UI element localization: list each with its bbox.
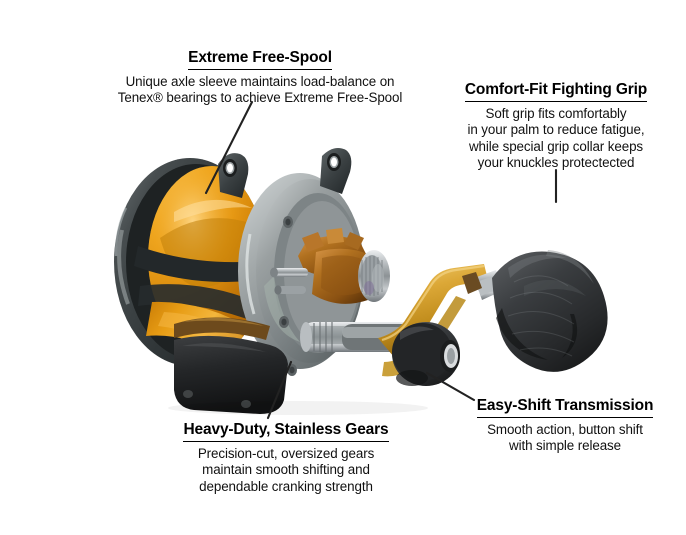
callout-easy-shift-transmission: Easy-Shift Transmission Smooth action, b…	[452, 396, 678, 455]
callout-line: Soft grip fits comfortably	[485, 105, 627, 121]
fishing-reel-image	[78, 126, 608, 416]
callout-line: while special grip collar keeps	[468, 138, 644, 154]
reel-harness-lug-right	[320, 148, 352, 194]
reel-handle-grip	[492, 250, 608, 372]
callout-line: Precision-cut, oversized gears	[197, 445, 375, 461]
callout-heavy-duty-stainless-gears: Heavy-Duty, Stainless Gears Precision-cu…	[118, 420, 454, 495]
callout-title-gears: Heavy-Duty, Stainless Gears	[183, 421, 389, 442]
callout-body-free-spool: Unique axle sleeve maintains load-balanc…	[60, 74, 460, 107]
callout-title-transmission: Easy-Shift Transmission	[476, 397, 653, 418]
callout-body-gears: Precision-cut, oversized gears maintain …	[118, 446, 454, 495]
callout-line: your knuckles protectected	[477, 154, 635, 170]
callout-comfort-fit-fighting-grip: Comfort-Fit Fighting Grip Soft grip fits…	[432, 80, 680, 171]
reel-foot-clamp	[174, 317, 288, 414]
callout-body-grip: Soft grip fits comfortably in your palm …	[432, 106, 680, 171]
callout-title-grip: Comfort-Fit Fighting Grip	[464, 81, 647, 102]
callout-line: Smooth action, button shift	[487, 421, 643, 437]
callout-extreme-free-spool: Extreme Free-Spool Unique axle sleeve ma…	[60, 48, 460, 107]
reel-drag-posts	[270, 267, 308, 295]
callout-line: Unique axle sleeve maintains load-balanc…	[125, 73, 395, 89]
reel-star-drag	[270, 228, 390, 304]
callout-body-transmission: Smooth action, button shift with simple …	[452, 422, 678, 455]
callout-title-free-spool: Extreme Free-Spool	[188, 49, 332, 70]
callout-line: Tenex® bearings to achieve Extreme Free-…	[117, 90, 403, 106]
callout-line: with simple release	[509, 438, 621, 454]
reel-drag-knob	[358, 250, 390, 302]
reel-shift-button	[392, 322, 460, 386]
callout-line: in your palm to reduce fatigue,	[467, 122, 645, 138]
callout-line: maintain smooth shifting and	[202, 462, 370, 478]
callout-line: dependable cranking strength	[199, 478, 373, 494]
